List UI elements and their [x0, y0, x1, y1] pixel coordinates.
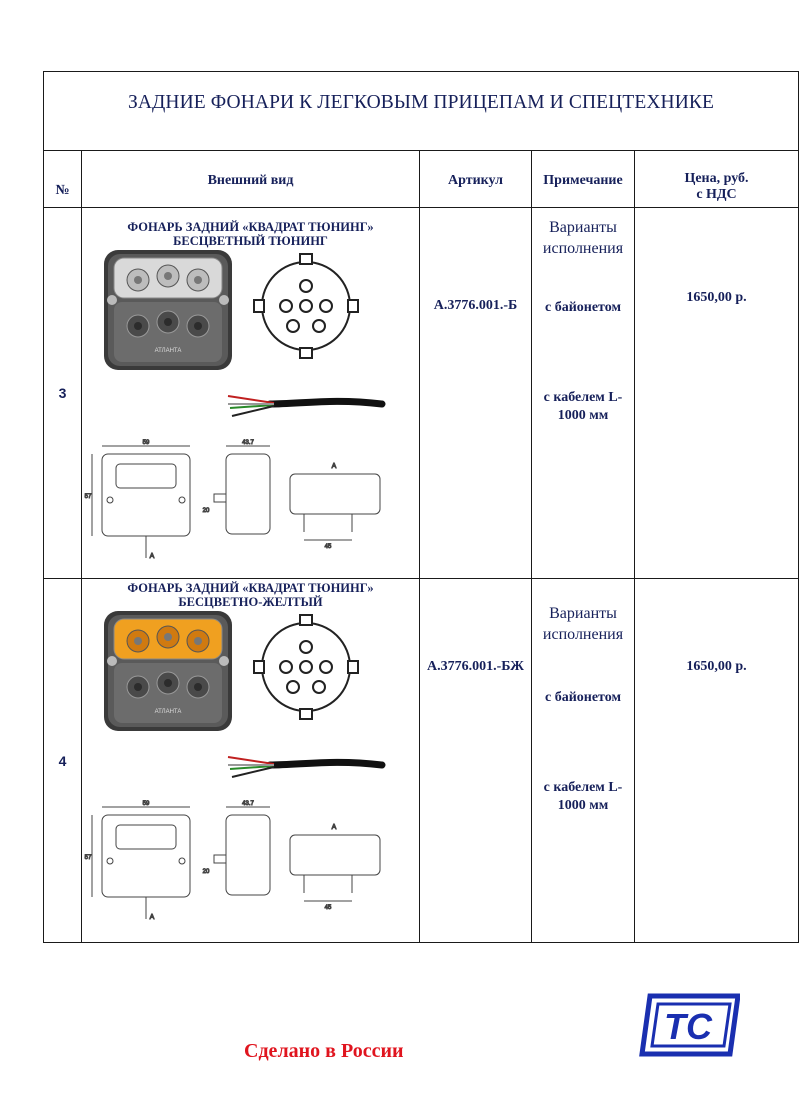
note-cell: Варианты исполнения с байонетом с кабеле… — [531, 207, 635, 579]
bottom-view-label: A — [332, 824, 337, 831]
dim-width: 59 — [143, 440, 150, 446]
note-option-cable-line2: 1000 мм — [557, 798, 609, 813]
table-row: 4 ФОНАРЬ ЗАДНИЙ «КВАДРАТ ТЮНИНГ» БЕСЦВЕТ… — [43, 578, 799, 943]
row-number: 4 — [58, 752, 67, 769]
table-row: 3 ФОНАРЬ ЗАДНИЙ «КВАДРАТ ТЮНИНГ» БЕСЦВЕТ… — [43, 207, 799, 579]
price-value: 1650,00 р. — [686, 659, 747, 674]
article-code: А.3776.001.-БЖ — [426, 659, 525, 674]
note-cell: Варианты исполнения с байонетом с кабеле… — [531, 578, 635, 943]
dim-depth: 43.7 — [242, 801, 254, 807]
product-title-line2: БЕСЦВЕТНЫЙ ТЮНИНГ — [173, 234, 328, 248]
row-number: 3 — [58, 385, 67, 401]
note-option-cable-line1: с кабелем L- — [543, 390, 623, 405]
dim-width: 59 — [143, 801, 150, 807]
tc-logo: TC — [639, 993, 740, 1057]
front-view-drawing: 59 57A — [84, 440, 191, 561]
connector-drawing — [253, 253, 359, 359]
row-number-cell: 4 — [43, 578, 82, 943]
header-appearance: Внешний вид — [81, 150, 420, 208]
view-label: A — [150, 553, 155, 560]
view-label: A — [150, 914, 155, 921]
bottom-view-drawing: A 45 — [289, 824, 381, 912]
side-view-drawing: 43.7 20 — [202, 440, 271, 535]
side-view-drawing: 43.7 20 — [202, 801, 271, 896]
header-appearance-label: Внешний вид — [207, 173, 294, 188]
header-price: Цена, руб. с НДС — [634, 150, 799, 208]
header-number: № — [43, 150, 82, 208]
made-in-russia-text: Сделано в России — [244, 1040, 404, 1062]
appearance-cell: ФОНАРЬ ЗАДНИЙ «КВАДРАТ ТЮНИНГ» БЕСЦВЕТНО… — [81, 578, 420, 943]
header-price-line2: с НДС — [696, 187, 737, 202]
note-option-cable-line2: 1000 мм — [557, 408, 609, 423]
dim-bottom: 45 — [325, 905, 332, 911]
cable-photo — [227, 395, 386, 417]
product-title-line1: ФОНАРЬ ЗАДНИЙ «КВАДРАТ ТЮНИНГ» — [127, 220, 374, 234]
lamp-photo: АТЛАНТА — [104, 611, 232, 731]
price-cell: 1650,00 р. — [634, 578, 799, 943]
dim-small: 20 — [203, 508, 210, 514]
dim-height: 57 — [85, 494, 92, 500]
product-title-line2: БЕСЦВЕТНО-ЖЕЛТЫЙ — [178, 595, 323, 609]
product-title-line1: ФОНАРЬ ЗАДНИЙ «КВАДРАТ ТЮНИНГ» — [127, 581, 374, 595]
article-cell: А.3776.001.-Б — [419, 207, 532, 579]
article-cell: А.3776.001.-БЖ — [419, 578, 532, 943]
article-code: А.3776.001.-Б — [433, 298, 518, 313]
bottom-view-label: A — [332, 463, 337, 470]
note-variants-line1: Варианты — [549, 605, 617, 622]
row-number-cell: 3 — [43, 207, 82, 579]
note-variants-line2: исполнения — [542, 626, 624, 643]
connector-drawing — [253, 614, 359, 720]
page-title: ЗАДНИЕ ФОНАРИ К ЛЕГКОВЫМ ПРИЦЕПАМ И СПЕЦ… — [127, 92, 715, 113]
bottom-view-drawing: A 45 — [289, 463, 381, 551]
note-variants-line2: исполнения — [542, 240, 624, 257]
header-article: Артикул — [419, 150, 532, 208]
svg-text:TC: TC — [664, 1006, 713, 1047]
price-value: 1650,00 р. — [686, 290, 747, 305]
header-number-label: № — [55, 183, 70, 198]
header-price-line1: Цена, руб. — [684, 171, 749, 186]
title-cell: ЗАДНИЕ ФОНАРИ К ЛЕГКОВЫМ ПРИЦЕПАМ И СПЕЦ… — [43, 71, 799, 151]
dim-small: 20 — [203, 869, 210, 875]
dim-bottom: 45 — [325, 544, 332, 550]
header-article-label: Артикул — [447, 173, 504, 188]
catalog-table: ЗАДНИЕ ФОНАРИ К ЛЕГКОВЫМ ПРИЦЕПАМ И СПЕЦ… — [43, 71, 799, 943]
note-option-cable-line1: с кабелем L- — [543, 780, 623, 795]
cable-photo — [227, 756, 386, 778]
brand-mark: АТЛАНТА — [155, 709, 182, 715]
note-option-bayonet: с байонетом — [544, 300, 622, 315]
header-note-label: Примечание — [543, 173, 623, 188]
price-cell: 1650,00 р. — [634, 207, 799, 579]
dim-depth: 43.7 — [242, 440, 254, 446]
appearance-cell: ФОНАРЬ ЗАДНИЙ «КВАДРАТ ТЮНИНГ» БЕСЦВЕТНЫ… — [81, 207, 420, 579]
brand-mark: АТЛАНТА — [155, 348, 182, 354]
note-option-bayonet: с байонетом — [544, 690, 622, 705]
header-note: Примечание — [531, 150, 635, 208]
lamp-photo: АТЛАНТА — [104, 250, 232, 370]
dim-height: 57 — [85, 855, 92, 861]
note-variants-line1: Варианты — [549, 219, 617, 236]
front-view-drawing: 59 57A — [84, 801, 191, 922]
